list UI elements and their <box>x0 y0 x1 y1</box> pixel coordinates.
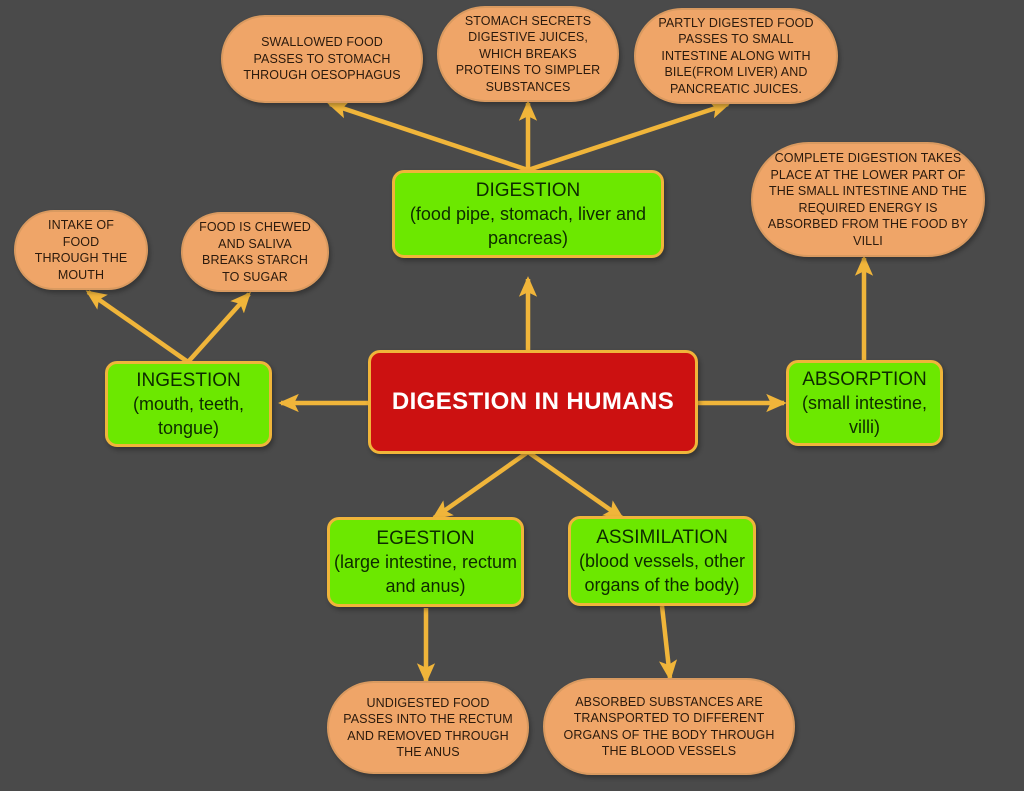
stage-absorption-subtitle: (small intestine, villi) <box>801 392 928 437</box>
stage-ingestion-title: INGESTION <box>136 369 241 391</box>
stage-egestion-text: EGESTION (large intestine, rectum and an… <box>330 526 521 599</box>
arrow-ingestion-to-food-chewed <box>186 291 251 364</box>
note-complete-digestion[interactable]: COMPLETE DIGESTION TAKES PLACE AT THE LO… <box>751 142 985 257</box>
center-node-label: DIGESTION IN HUMANS <box>391 388 675 415</box>
arrow-ingestion-to-intake-of-food <box>85 290 190 364</box>
center-node-digestion-in-humans[interactable]: DIGESTION IN HUMANS <box>368 350 698 454</box>
note-absorbed-substances[interactable]: ABSORBED SUBSTANCES ARE TRANSPORTED TO D… <box>543 678 795 775</box>
arrow-digestion-to-swallowed-food <box>327 100 529 173</box>
note-swallowed-food[interactable]: SWALLOWED FOOD PASSES TO STOMACH THROUGH… <box>221 15 423 103</box>
arrow-digestion-to-partly-digested <box>527 100 731 173</box>
note-intake-of-food-text: INTAKE OF FOOD THROUGH THE MOUTH <box>34 218 128 282</box>
stage-absorption-text: ABSORPTION (small intestine, villi) <box>789 367 940 440</box>
note-food-chewed-text: FOOD IS CHEWED AND SALIVA BREAKS STARCH … <box>199 220 311 284</box>
stage-node-absorption[interactable]: ABSORPTION (small intestine, villi) <box>786 360 943 446</box>
note-undigested-food-text: UNDIGESTED FOOD PASSES INTO THE RECTUM A… <box>343 695 513 760</box>
stage-ingestion-text: INGESTION (mouth, teeth, tongue) <box>108 368 269 441</box>
stage-assimilation-subtitle: (blood vessels, other organs of the body… <box>578 550 746 595</box>
note-swallowed-food-text: SWALLOWED FOOD PASSES TO STOMACH THROUGH… <box>243 35 401 83</box>
stage-node-digestion[interactable]: DIGESTION (food pipe, stomach, liver and… <box>392 170 664 258</box>
stage-assimilation-text: ASSIMILATION (blood vessels, other organ… <box>571 525 753 598</box>
note-absorbed-substances-text: ABSORBED SUBSTANCES ARE TRANSPORTED TO D… <box>563 694 775 759</box>
note-food-chewed[interactable]: FOOD IS CHEWED AND SALIVA BREAKS STARCH … <box>181 212 329 292</box>
stage-node-egestion[interactable]: EGESTION (large intestine, rectum and an… <box>327 517 524 607</box>
stage-digestion-text: DIGESTION (food pipe, stomach, liver and… <box>395 178 661 251</box>
stage-digestion-subtitle: (food pipe, stomach, liver and pancreas) <box>409 203 647 248</box>
stage-node-ingestion[interactable]: INGESTION (mouth, teeth, tongue) <box>105 361 272 447</box>
stage-egestion-subtitle: (large intestine, rectum and anus) <box>333 551 518 596</box>
stage-digestion-title: DIGESTION <box>475 179 581 201</box>
stage-node-assimilation[interactable]: ASSIMILATION (blood vessels, other organ… <box>568 516 756 606</box>
note-partly-digested-text: PARTLY DIGESTED FOOD PASSES TO SMALL INT… <box>658 15 814 96</box>
arrow-assimilation-to-absorbed-substances <box>658 605 678 681</box>
note-partly-digested[interactable]: PARTLY DIGESTED FOOD PASSES TO SMALL INT… <box>634 8 838 104</box>
arrow-center-to-egestion <box>431 450 530 520</box>
note-stomach-secrets[interactable]: STOMACH SECRETS DIGESTIVE JUICES, WHICH … <box>437 6 619 102</box>
note-undigested-food[interactable]: UNDIGESTED FOOD PASSES INTO THE RECTUM A… <box>327 681 529 774</box>
stage-assimilation-title: ASSIMILATION <box>596 526 728 548</box>
note-stomach-secrets-text: STOMACH SECRETS DIGESTIVE JUICES, WHICH … <box>455 13 601 94</box>
stage-ingestion-subtitle: (mouth, teeth, tongue) <box>132 393 245 438</box>
note-complete-digestion-text: COMPLETE DIGESTION TAKES PLACE AT THE LO… <box>767 151 969 248</box>
stage-absorption-title: ABSORPTION <box>802 368 927 390</box>
stage-egestion-title: EGESTION <box>376 527 475 549</box>
arrow-center-to-assimilation <box>526 450 625 520</box>
note-intake-of-food[interactable]: INTAKE OF FOOD THROUGH THE MOUTH <box>14 210 148 290</box>
